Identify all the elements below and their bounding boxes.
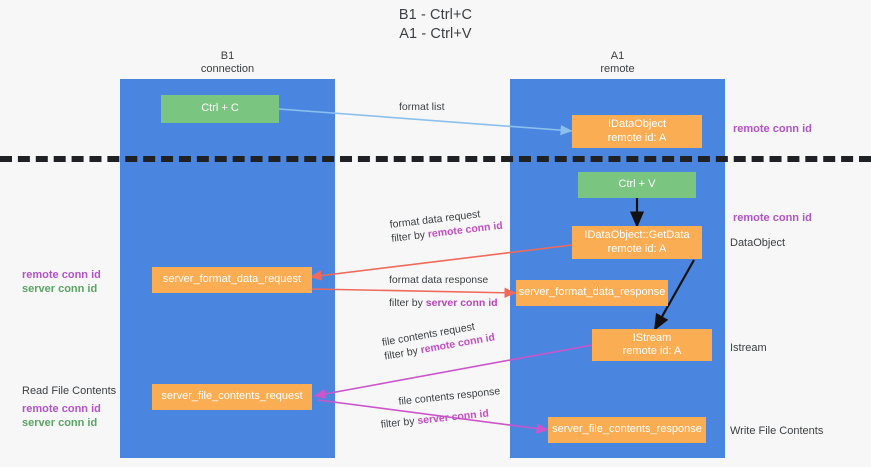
- edge-label-format-data-response-text: format data response: [389, 274, 489, 286]
- node-ctrl-c[interactable]: Ctrl + C: [161, 95, 279, 123]
- annotation-remote-conn-id-top-text: remote conn id: [733, 123, 812, 135]
- node-server-format-data-request[interactable]: server_format_data_request: [152, 267, 312, 293]
- edge-label-format-data-response-filter: filter by server conn id: [389, 297, 498, 311]
- section-divider: [0, 156, 871, 162]
- annotation-read-file-contents: Read File Contents: [22, 385, 117, 397]
- node-idataobject-getdata[interactable]: IDataObject::GetData remote id: A: [572, 226, 702, 259]
- node-server-file-contents-response[interactable]: server_file_contents_response: [548, 417, 706, 443]
- lane-header-b1-name: B1: [220, 50, 235, 62]
- annotation-remote-conn-id-top: remote conn id: [733, 122, 812, 136]
- edge-label-format-list: format list: [399, 101, 445, 115]
- node-ctrl-v[interactable]: Ctrl + V: [578, 172, 696, 198]
- annotation-dataobject: DataObject: [730, 236, 785, 250]
- lane-header-a1-subtitle: remote: [600, 63, 635, 75]
- lane-header-b1: B1 connection: [120, 50, 335, 76]
- filter-value-2: server conn id: [425, 296, 498, 309]
- arrow-file-contents-response: [317, 399, 549, 434]
- arrow-file-contents-request: [313, 344, 593, 399]
- edge-label-format-data-response: format data response filter by server co…: [389, 274, 498, 310]
- lane-header-b1-subtitle: connection: [200, 63, 255, 75]
- node-istream[interactable]: IStream remote id: A: [592, 329, 712, 361]
- annotation-dataobject-text: DataObject: [730, 237, 786, 249]
- annotation-conn-ids-lower: remote conn id server conn id: [22, 402, 101, 430]
- arrow-format-data-response: [311, 287, 517, 298]
- annotation-write-file-contents-text: Write File Contents: [730, 425, 824, 437]
- arrow-format-list: [278, 108, 573, 136]
- node-getdata-line2: remote id: A: [607, 242, 667, 255]
- title-line-1: B1 - Ctrl+C: [398, 7, 473, 23]
- filter-prefix-2: filter by: [389, 296, 426, 309]
- annotation-remote-conn-id-mid: remote conn id: [733, 211, 812, 225]
- node-istream-line1: IStream: [632, 331, 672, 344]
- annotation-remote-conn-id-1: remote conn id: [22, 269, 101, 281]
- node-istream-line2: remote id: A: [622, 345, 682, 357]
- node-idataobject-line2: remote id: A: [607, 131, 667, 144]
- annotation-server-conn-id-2: server conn id: [22, 417, 98, 429]
- node-idataobject-line1: IDataObject: [607, 118, 667, 130]
- node-server-file-contents-request[interactable]: server_file_contents_request: [152, 384, 312, 410]
- annotation-remote-conn-id-mid-text: remote conn id: [733, 212, 812, 224]
- annotation-conn-ids-upper: remote conn id server conn id: [22, 268, 101, 296]
- edge-label-format-list-text: format list: [399, 101, 445, 113]
- lane-header-a1: A1 remote: [510, 50, 725, 76]
- annotation-istream-text: Istream: [730, 342, 767, 354]
- annotation-read-file-contents-group: Read File Contents: [22, 384, 116, 398]
- title-line-2: A1 - Ctrl+V: [399, 26, 472, 42]
- annotation-istream: Istream: [730, 341, 767, 355]
- annotation-remote-conn-id-2: remote conn id: [22, 403, 101, 415]
- lane-header-a1-name: A1: [610, 50, 625, 62]
- filter-prefix-4: filter by: [380, 414, 418, 431]
- node-server-format-data-response[interactable]: server_format_data_response: [516, 280, 668, 306]
- arrow-format-data-request: [309, 244, 573, 281]
- annotation-write-file-contents: Write File Contents: [730, 424, 823, 438]
- arrow-getdata-to-istream: [654, 259, 695, 331]
- annotation-server-conn-id-1: server conn id: [22, 283, 98, 295]
- node-getdata-line1: IDataObject::GetData: [584, 229, 690, 241]
- node-idataobject[interactable]: IDataObject remote id: A: [572, 115, 702, 148]
- diagram-title: B1 - Ctrl+C A1 - Ctrl+V: [0, 6, 871, 44]
